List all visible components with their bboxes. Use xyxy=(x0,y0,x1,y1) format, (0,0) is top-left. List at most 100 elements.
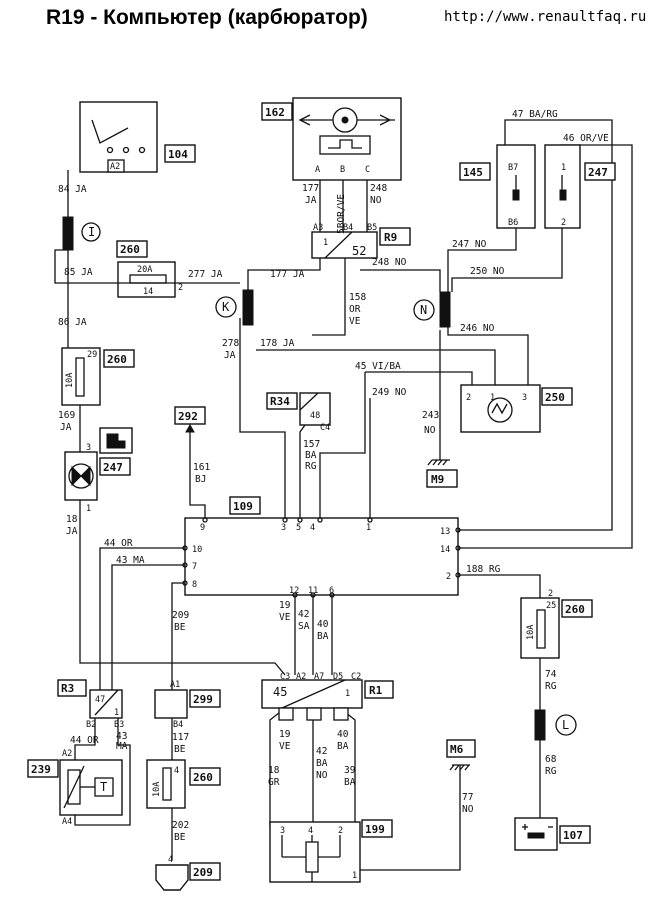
pin-162-a: A xyxy=(315,165,320,175)
wire-117-num: 117 xyxy=(172,732,189,743)
ground-m9: M9 xyxy=(426,459,458,488)
pin-r1-c2: C2 xyxy=(351,672,361,682)
pin-250-3: 3 xyxy=(522,393,527,403)
fuse-20a-rating: 20A xyxy=(137,265,152,275)
pin-109-3: 3 xyxy=(281,523,286,533)
connector-r9: 1 52 A3 B4 B5 R9 xyxy=(311,223,411,259)
wire-77-color: NO xyxy=(462,804,474,815)
fuse-10a-right-rating: 10A xyxy=(526,625,536,640)
pin-109-1: 1 xyxy=(366,523,371,533)
wire-157-b: RG xyxy=(305,461,317,472)
label-r3: R3 xyxy=(61,682,74,695)
wire-277: 277 JA xyxy=(188,269,223,280)
wire-74-num: 74 xyxy=(545,669,557,680)
wire-202-num: 202 xyxy=(172,820,189,831)
wire-44-b: 44 OR xyxy=(70,735,99,746)
label-247-a: 247 xyxy=(588,166,608,179)
component-109-computer: 9 3 5 4 1 13 14 2 10 7 8 12 11 6 109 xyxy=(182,496,461,598)
wire-labels: 84 JA 85 JA 86 JA 277 JA 177 JA 177 JA 5… xyxy=(58,109,609,843)
wires xyxy=(54,119,633,871)
pin-r34-c4: C4 xyxy=(320,423,330,433)
sensor-239-t: T xyxy=(100,780,107,794)
wire-247: 247 NO xyxy=(452,239,487,250)
fuse-10a-left-rating: 10A xyxy=(65,373,75,388)
wire-209-num: 209 xyxy=(172,610,189,621)
pin-r3-1: 1 xyxy=(114,708,119,718)
splice-n: N xyxy=(413,291,451,328)
wire-47: 47 BA/RG xyxy=(512,109,558,120)
component-247-switch: 1 2 247 xyxy=(544,144,616,229)
wire-169-num: 169 xyxy=(58,410,75,421)
wire-68-num: 68 xyxy=(545,754,557,765)
fuse-10a-lower-rating: 10A xyxy=(152,782,162,797)
wire-19-b-num: 19 xyxy=(279,729,291,740)
label-209: 209 xyxy=(193,866,213,879)
pin-r3-b2: B2 xyxy=(86,720,96,730)
wire-19-num: 19 xyxy=(279,600,291,611)
wire-248-color: NO xyxy=(370,195,382,206)
label-260-c: 260 xyxy=(565,603,585,616)
wire-117-color: BE xyxy=(174,744,186,755)
component-250: 2 1 3 250 xyxy=(460,384,573,433)
label-107: 107 xyxy=(563,829,583,842)
pin-250-1: 1 xyxy=(490,393,495,403)
pin-109-6: 6 xyxy=(329,586,334,596)
wire-40-color: BA xyxy=(317,631,329,642)
wire-250: 250 NO xyxy=(470,266,505,277)
wire-209-color: BE xyxy=(174,622,186,633)
label-292: 292 xyxy=(178,410,198,423)
fuse-10a-right-pin2: 2 xyxy=(548,589,553,599)
component-209: 4 209 xyxy=(155,855,221,891)
fuse-20a-pin14: 14 xyxy=(143,287,153,297)
fuse-10a-left-pin29: 29 xyxy=(87,350,97,360)
pin-r9-b5: B5 xyxy=(367,223,377,233)
wire-177-num: 177 xyxy=(302,183,319,194)
component-292: 292 xyxy=(174,406,206,433)
wire-278-num: 278 xyxy=(222,338,239,349)
component-162: A B C 162 xyxy=(261,97,402,181)
pin-299-a1: A1 xyxy=(170,680,180,690)
pin-162-c: C xyxy=(365,165,370,175)
label-r34: R34 xyxy=(270,395,290,408)
fuse-10a-right-pin25: 25 xyxy=(546,601,556,611)
splice-n-label: N xyxy=(420,303,427,317)
wire-243-num: 243 xyxy=(422,410,439,421)
wire-42-num: 42 xyxy=(298,609,309,620)
label-239: 239 xyxy=(31,763,51,776)
pin-109-7: 7 xyxy=(192,562,197,572)
wire-249: 249 NO xyxy=(372,387,407,398)
pin-r1-d5: D5 xyxy=(333,672,343,682)
wire-243-color: NO xyxy=(424,425,436,436)
pin-r1-45: 45 xyxy=(273,685,287,699)
splice-i: I xyxy=(62,216,101,251)
wire-202-color: BE xyxy=(174,832,186,843)
pin-r1-a7: A7 xyxy=(314,672,324,682)
pin-199-3: 3 xyxy=(280,826,285,836)
pin-247-1: 1 xyxy=(561,163,566,173)
wire-42-color: SA xyxy=(298,621,310,632)
component-260-fuse-10a-lower: 10A 4 260 xyxy=(146,759,221,809)
label-m9: M9 xyxy=(431,473,444,486)
pin-209-4: 4 xyxy=(168,855,173,865)
pin-299-b4: B4 xyxy=(173,720,183,730)
wire-246: 246 NO xyxy=(460,323,495,334)
pin-109-13: 13 xyxy=(440,527,450,537)
wire-39-num: 39 xyxy=(344,765,356,776)
wire-74-color: RG xyxy=(545,681,557,692)
wire-161-color: BJ xyxy=(195,474,206,485)
pin-239-a2: A2 xyxy=(62,749,72,759)
wire-85: 85 JA xyxy=(64,267,93,278)
splice-k-label: K xyxy=(222,300,230,314)
pin-r9-52: 52 xyxy=(352,244,366,258)
wire-188: 188 RG xyxy=(466,564,501,575)
wire-43-b-color: MA xyxy=(116,741,128,752)
pin-r3-47: 47 xyxy=(95,695,105,705)
wire-18-num: 18 xyxy=(66,514,78,525)
component-260-fuse-10a-right: 10A 25 2 260 xyxy=(520,589,593,659)
pin-r9-1: 1 xyxy=(323,238,328,248)
label-299: 299 xyxy=(193,693,213,706)
pin-109-11: 11 xyxy=(308,586,318,596)
connector-r1: 45 1 C3 A2 A7 D5 C2 R1 xyxy=(261,672,394,721)
wire-43-b-num: 43 xyxy=(116,731,127,742)
wire-158-num: 158 xyxy=(349,292,366,303)
